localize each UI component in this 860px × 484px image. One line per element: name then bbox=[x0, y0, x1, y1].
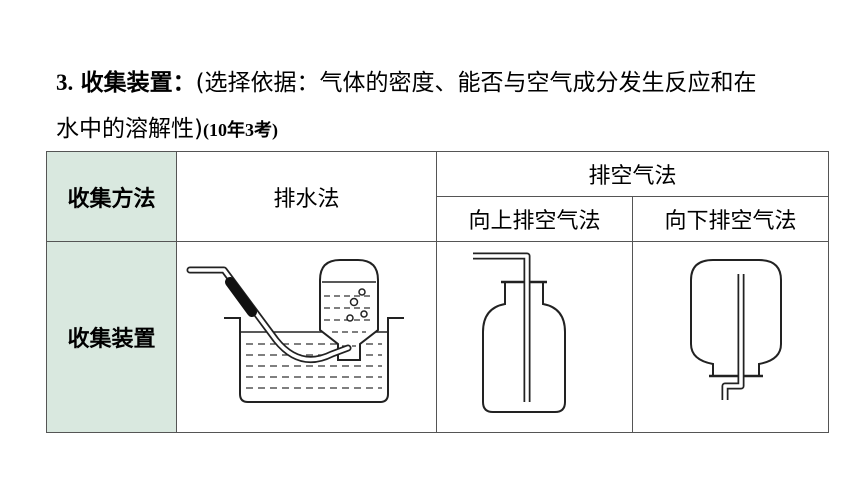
method-row-header: 收集方法 bbox=[46, 151, 177, 242]
selection-basis-note: (选择依据：气体的密度、能否与空气成分发生反应和在 bbox=[195, 70, 757, 96]
upward-air-displacement-diagram bbox=[472, 252, 566, 413]
selection-basis-note-end: 水中的溶解性) bbox=[56, 116, 203, 142]
section-title: 收集装置： bbox=[80, 70, 196, 96]
drain-water-apparatus-cell bbox=[176, 241, 437, 433]
device-row-header: 收集装置 bbox=[46, 241, 177, 433]
downward-air-apparatus-cell bbox=[631, 241, 830, 433]
exam-frequency-note: (10年3考) bbox=[202, 120, 278, 140]
drain-air-method-label: 排空气法 bbox=[435, 151, 830, 197]
water-displacement-apparatus-diagram bbox=[186, 259, 404, 403]
collection-method-table: 收集方法 排水法 排空气法 向上排空气法 向下排空气法 收集装置 bbox=[46, 151, 830, 433]
section-heading-continued: 水中的溶解性)(10年3考) bbox=[56, 114, 846, 145]
upward-air-method-label: 向上排空气法 bbox=[436, 196, 633, 242]
downward-air-method-label: 向下排空气法 bbox=[631, 196, 830, 242]
upward-air-apparatus-cell bbox=[436, 241, 633, 433]
section-number: 3. bbox=[56, 70, 74, 95]
section-heading: 3. 收集装置：(选择依据：气体的密度、能否与空气成分发生反应和在 bbox=[56, 68, 846, 98]
downward-air-displacement-diagram bbox=[689, 259, 782, 400]
drain-water-method-label: 排水法 bbox=[176, 151, 437, 242]
